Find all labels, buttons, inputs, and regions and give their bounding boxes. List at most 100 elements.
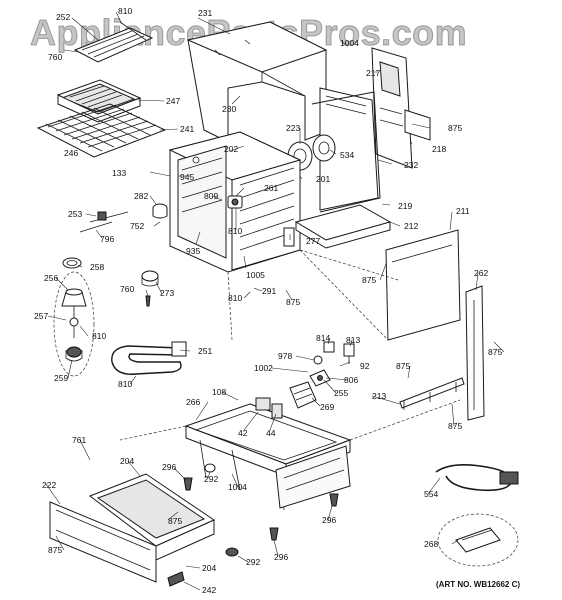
label-796: 796 (100, 234, 114, 244)
label-201: 201 (316, 174, 330, 184)
leveling-leg-left[interactable] (183, 477, 193, 491)
label-875: 875 (488, 347, 502, 357)
label-534: 534 (340, 150, 354, 160)
glide-292a[interactable] (204, 463, 216, 473)
label-935: 935 (186, 246, 200, 256)
label-230: 230 (222, 104, 236, 114)
drawer-slide-242[interactable] (167, 571, 185, 587)
label-554: 554 (424, 489, 438, 499)
convection-back-wall[interactable] (311, 87, 381, 213)
label-814: 814 (316, 333, 330, 343)
label-296: 296 (274, 552, 288, 562)
leader-lines (45, 11, 505, 591)
oven-light-assembly[interactable] (227, 195, 243, 209)
label-262: 262 (474, 268, 488, 278)
label-945: 945 (180, 172, 194, 182)
leveling-leg-center[interactable] (269, 527, 279, 541)
gasket-258[interactable] (62, 257, 82, 269)
label-259: 259 (54, 373, 68, 383)
label-1004: 1004 (228, 482, 247, 492)
label-875: 875 (396, 361, 410, 371)
part-number-labels: 252 810 760 231 1004 247 230 217 241 246… (34, 6, 502, 595)
glide-292b[interactable] (225, 547, 239, 557)
label-92: 92 (360, 361, 370, 371)
label-282: 282 (134, 191, 148, 201)
label-875: 875 (168, 516, 182, 526)
label-1004: 1004 (340, 38, 359, 48)
label-810: 810 (228, 293, 242, 303)
label-204: 204 (202, 563, 216, 573)
rear-panel[interactable] (371, 47, 431, 169)
label-212: 212 (404, 221, 418, 231)
leveling-leg-right[interactable] (329, 493, 339, 507)
label-246: 246 (64, 148, 78, 158)
terminal-block-269[interactable] (289, 381, 317, 409)
label-810: 810 (118, 379, 132, 389)
label-875: 875 (286, 297, 300, 307)
label-292: 292 (246, 557, 260, 567)
probe-253[interactable] (79, 211, 129, 233)
thermostat-255[interactable] (309, 369, 331, 387)
label-810: 810 (118, 6, 132, 16)
sensor-978[interactable] (313, 355, 323, 365)
label-273: 273 (160, 288, 174, 298)
side-panel-211[interactable] (385, 229, 461, 341)
relay-814[interactable] (323, 341, 335, 353)
label-269: 269 (320, 402, 334, 412)
label-219: 219 (398, 201, 412, 211)
bake-element[interactable] (111, 341, 187, 375)
label-761: 761 (72, 435, 86, 445)
oven-rack[interactable] (36, 103, 167, 158)
label-213: 213 (372, 391, 386, 401)
label-875: 875 (448, 123, 462, 133)
storage-drawer[interactable] (49, 473, 216, 583)
label-978: 978 (278, 351, 292, 361)
oven-light-housing-group[interactable] (53, 271, 95, 377)
label-217: 217 (366, 68, 380, 78)
label-261: 261 (264, 183, 278, 193)
art-number: (ART NO. WB12662 C) (436, 580, 521, 589)
label-253: 253 (68, 209, 82, 219)
label-204: 204 (120, 456, 134, 466)
label-810: 810 (92, 331, 106, 341)
label-296: 296 (322, 515, 336, 525)
label-292: 292 (204, 474, 218, 484)
label-256: 256 (44, 273, 58, 283)
label-222: 222 (42, 480, 56, 490)
drawer-support-frame[interactable] (184, 397, 352, 511)
broiler-pan[interactable] (56, 79, 142, 123)
label-247: 247 (166, 96, 180, 106)
label-277: 277 (306, 236, 320, 246)
label-268: 268 (424, 539, 438, 549)
label-42: 42 (238, 428, 248, 438)
label-1002: 1002 (254, 363, 273, 373)
rail-213[interactable] (399, 377, 465, 410)
label-1005: 1005 (246, 270, 265, 280)
label-875: 875 (48, 545, 62, 555)
alignment-lines (119, 249, 461, 441)
oven-outer-wrapper[interactable] (186, 21, 328, 143)
label-258: 258 (90, 262, 104, 272)
screw-760[interactable] (145, 295, 151, 307)
label-242: 242 (202, 585, 216, 595)
side-trim-262[interactable] (465, 285, 485, 421)
knob-282[interactable] (152, 203, 168, 219)
label-257: 257 (34, 311, 48, 321)
label-44: 44 (266, 428, 276, 438)
label-291: 291 (262, 286, 276, 296)
label-231: 231 (198, 8, 212, 18)
label-875: 875 (448, 421, 462, 431)
receptacle-273[interactable] (141, 270, 159, 287)
label-202: 202 (224, 144, 238, 154)
switch-813[interactable] (343, 343, 355, 364)
label-810: 810 (228, 226, 242, 236)
label-232: 232 (404, 160, 418, 170)
latch-bracket[interactable] (283, 227, 295, 247)
power-cord[interactable] (435, 464, 519, 492)
label-813: 813 (346, 335, 360, 345)
inset-detail-268[interactable] (437, 513, 519, 567)
broil-element-assembly[interactable] (73, 21, 154, 63)
label-252: 252 (56, 12, 70, 22)
label-266: 266 (186, 397, 200, 407)
label-223: 223 (286, 123, 300, 133)
